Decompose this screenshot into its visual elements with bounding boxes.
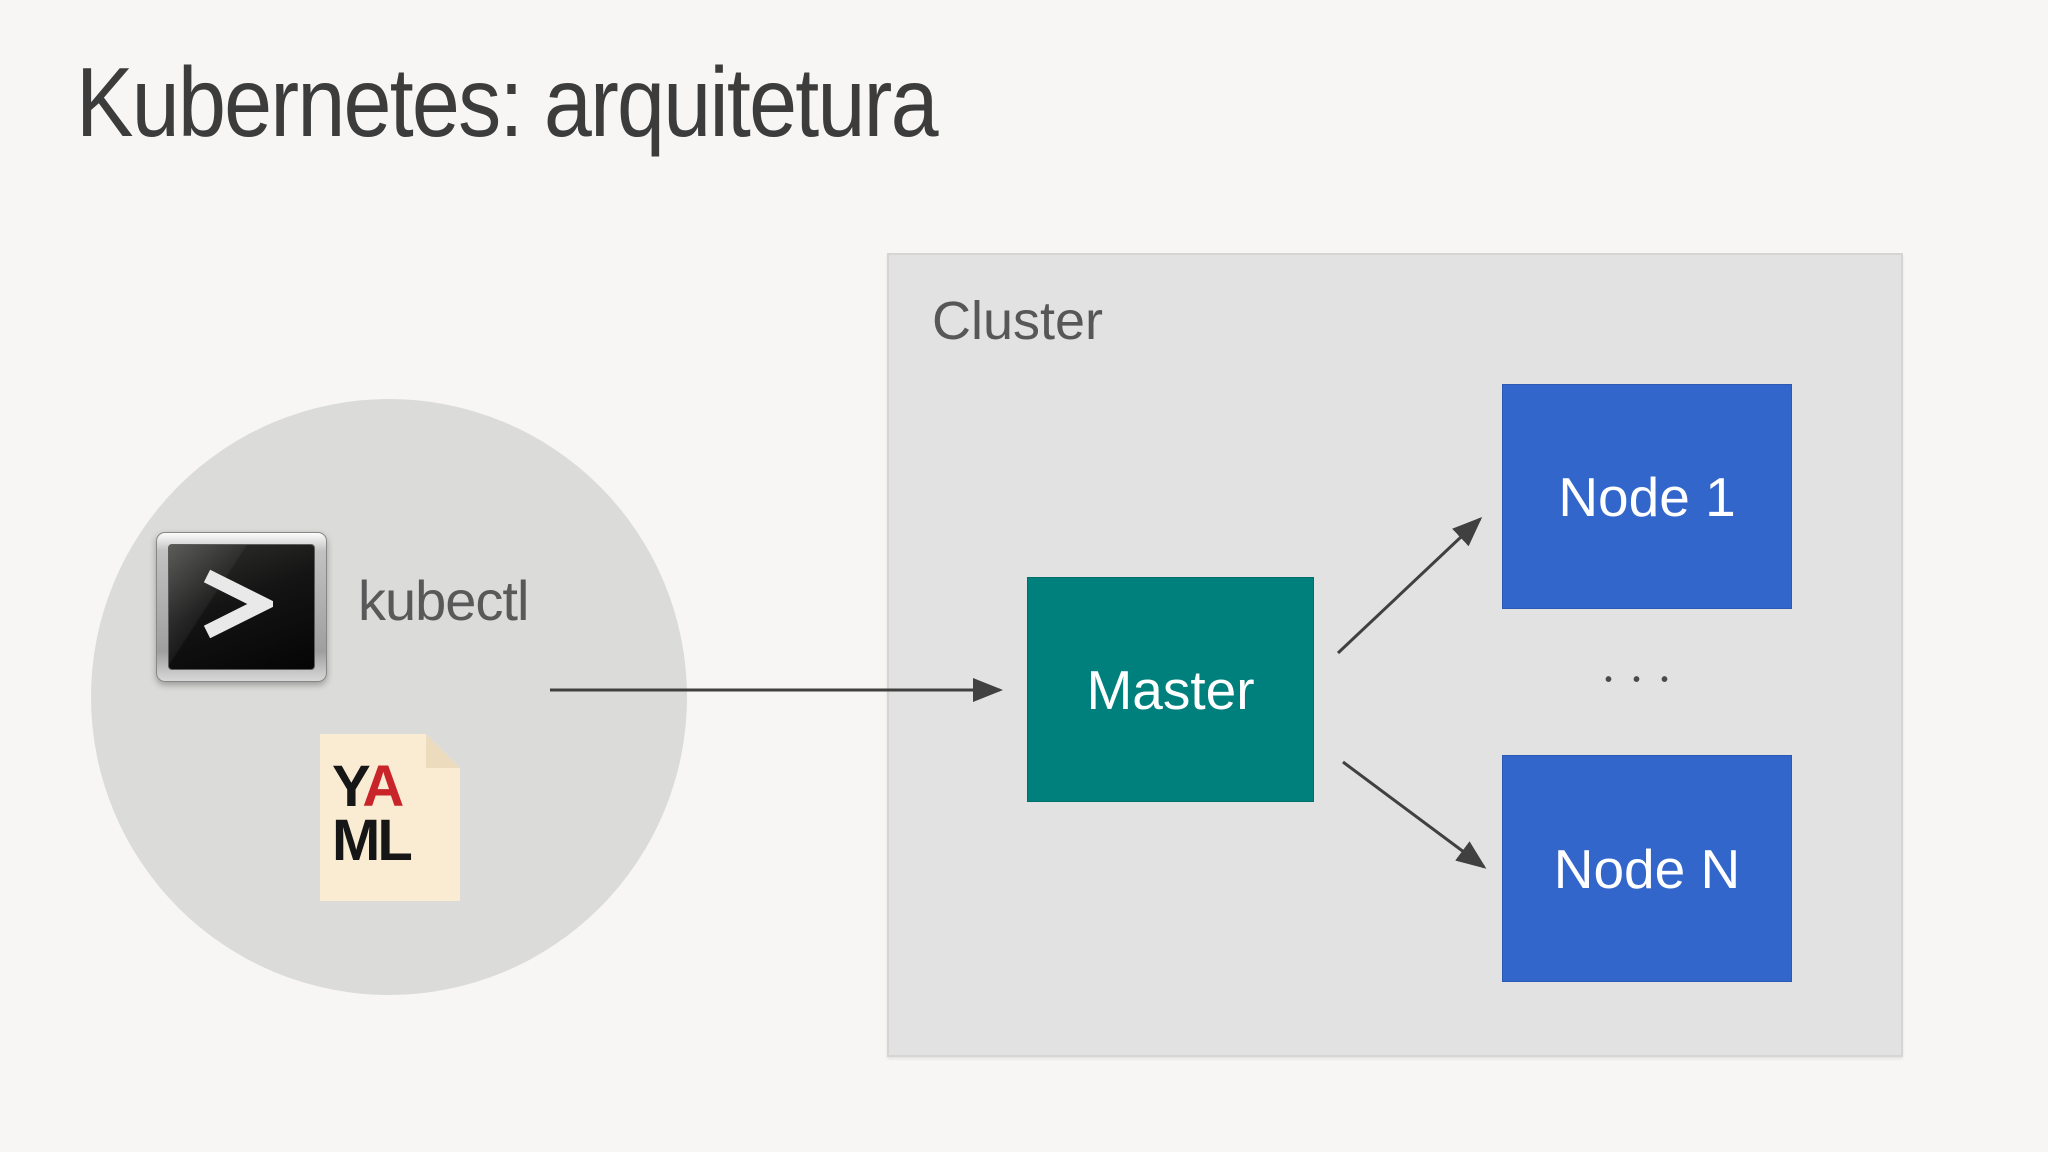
yaml-line-2: ML xyxy=(332,808,413,873)
cluster-label: Cluster xyxy=(932,291,1104,351)
client-circle xyxy=(91,399,687,995)
node-1-box: Node 1 xyxy=(1502,384,1792,609)
yaml-logo-text: YA ML xyxy=(332,758,413,873)
kubectl-label: kubectl xyxy=(358,569,529,632)
yaml-file-icon: YA ML xyxy=(320,734,460,901)
cluster-container: Cluster Master Node 1 ••• Node N xyxy=(887,253,1903,1057)
terminal-screen xyxy=(168,544,315,670)
yaml-letter-a: A xyxy=(362,754,404,819)
master-box: Master xyxy=(1027,577,1314,802)
slide-title: Kubernetes: arquitetura xyxy=(76,47,939,157)
node-n-box: Node N xyxy=(1502,755,1792,982)
master-label: Master xyxy=(1086,658,1255,721)
prompt-chevron-icon xyxy=(203,569,273,639)
node-n-label: Node N xyxy=(1553,837,1741,900)
node-1-label: Node 1 xyxy=(1558,465,1736,528)
yaml-line-1: YA xyxy=(332,758,410,816)
terminal-icon xyxy=(156,532,327,682)
yaml-letter-y: Y xyxy=(332,754,365,819)
nodes-ellipsis: ••• xyxy=(1605,669,1690,691)
